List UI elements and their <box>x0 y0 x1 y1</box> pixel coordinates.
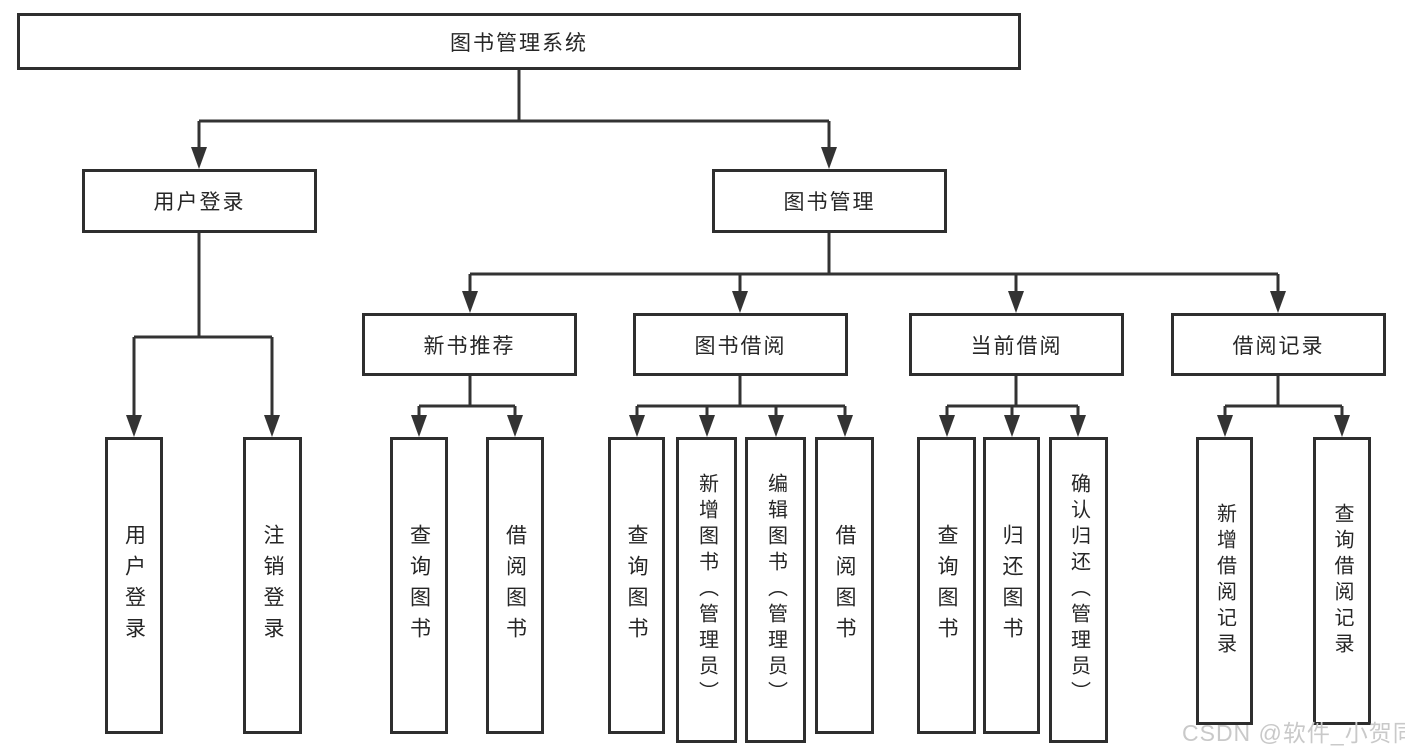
node-book-borrowing: 图书借阅 <box>633 313 848 376</box>
leaf-query-borrow-record: 查询借阅记录 <box>1313 437 1371 725</box>
arrowheads <box>126 147 1350 437</box>
leaf-user-login: 用户登录 <box>105 437 163 734</box>
node-user-login: 用户登录 <box>82 169 317 233</box>
connector-strokes <box>132 70 1344 415</box>
leaf-add-borrow-record: 新增借阅记录 <box>1196 437 1253 725</box>
leaf-query-books-borrowing: 查询图书 <box>608 437 665 734</box>
node-current-borrowing: 当前借阅 <box>909 313 1124 376</box>
leaf-borrow-books-borrowing: 借阅图书 <box>815 437 874 734</box>
leaf-query-books-current: 查询图书 <box>917 437 976 734</box>
leaf-return-books: 归还图书 <box>983 437 1040 734</box>
csdn-watermark: CSDN @软件_小贺同学 <box>1182 720 1405 746</box>
node-new-book-recommendation: 新书推荐 <box>362 313 577 376</box>
leaf-query-books-recommend: 查询图书 <box>390 437 448 734</box>
leaf-edit-books-admin: 编辑图书（管理员） <box>745 437 806 743</box>
node-borrowing-records: 借阅记录 <box>1171 313 1386 376</box>
node-book-management: 图书管理 <box>712 169 947 233</box>
leaf-add-books-admin: 新增图书（管理员） <box>676 437 737 743</box>
leaf-confirm-return-admin: 确认归还（管理员） <box>1049 437 1108 743</box>
leaf-borrow-books-recommend: 借阅图书 <box>486 437 544 734</box>
node-library-management-system: 图书管理系统 <box>17 13 1021 70</box>
leaf-logout: 注销登录 <box>243 437 302 734</box>
